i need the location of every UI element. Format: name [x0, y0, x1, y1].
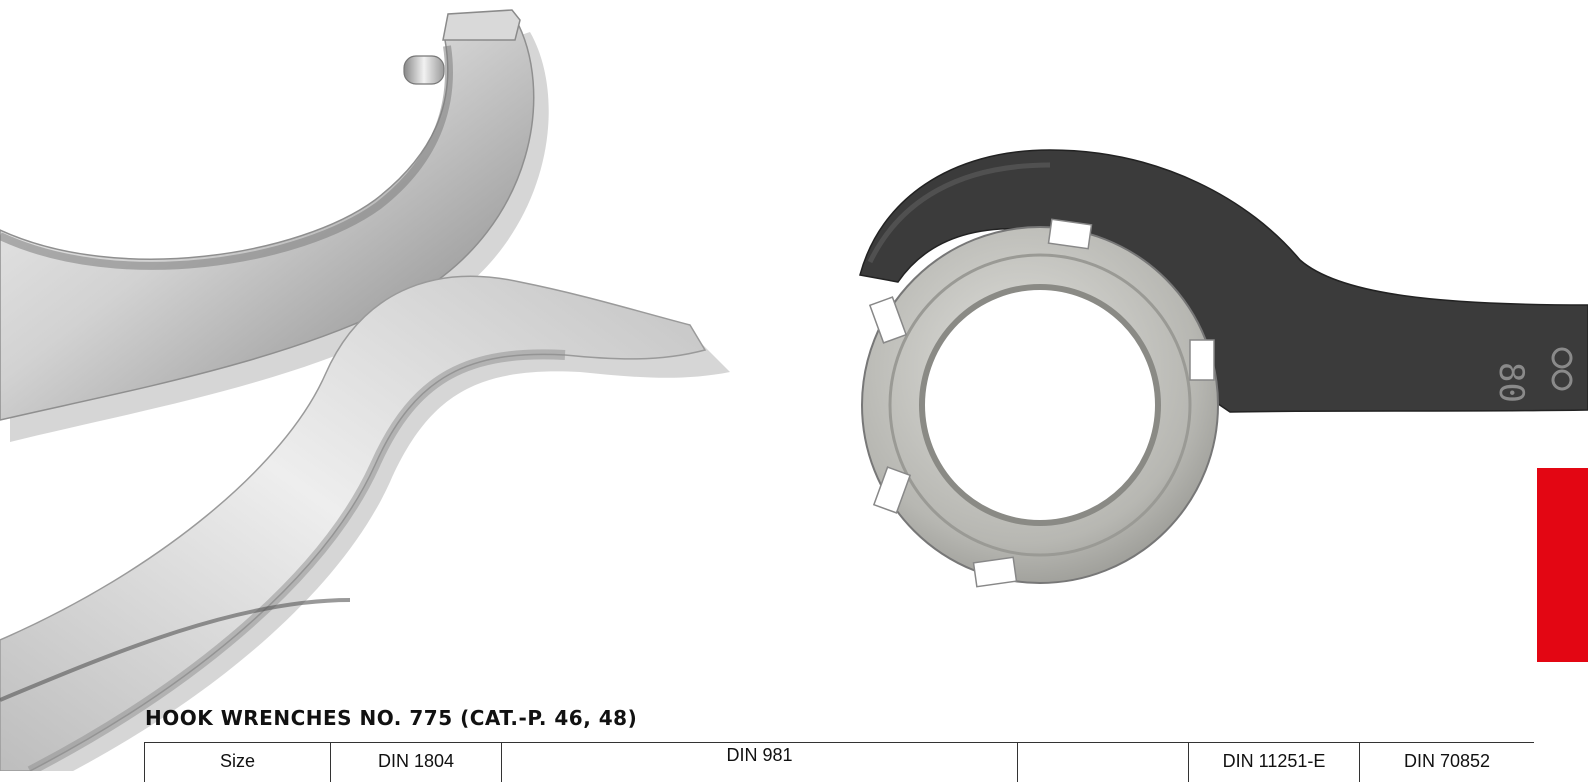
col-header-din-70852: DIN 70852: [1360, 743, 1535, 782]
col-header-din-11251-e: DIN 11251-E: [1189, 743, 1360, 782]
col-header-din-981: DIN 981: [502, 743, 1018, 782]
col-header-size: Size: [145, 743, 331, 782]
chrome-hook-wrenches-photo: [0, 0, 760, 771]
col-header-blank: [1018, 743, 1189, 782]
table-header-row: Size DIN 1804 DIN 981 DIN 11251-E DIN 70…: [145, 743, 1535, 782]
black-hook-wrench-photo: 80: [840, 130, 1588, 600]
section-tab-marker: [1537, 468, 1588, 662]
spec-table: Size DIN 1804 DIN 981 DIN 11251-E DIN 70…: [144, 742, 1534, 782]
col-header-din-1804: DIN 1804: [331, 743, 502, 782]
wrench-marking: 80: [1491, 362, 1531, 403]
section-heading: HOOK WRENCHES NO. 775 (CAT.-P. 46, 48): [145, 706, 637, 730]
